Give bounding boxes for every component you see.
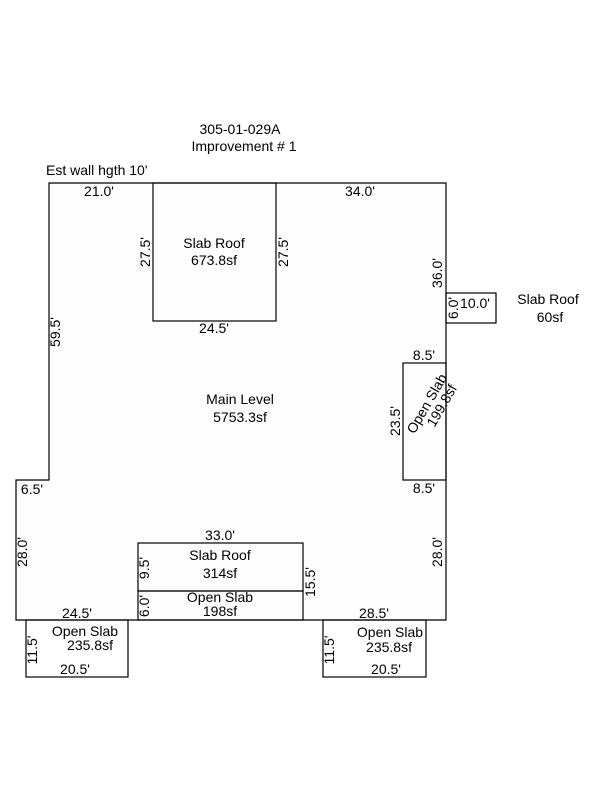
open-slab-bl-area: 235.8sf <box>67 637 113 653</box>
slab-roof-right-outline <box>445 292 497 324</box>
open-slab-br-label: Open Slab <box>357 624 423 640</box>
dim-open-slab-br-bottom: 20.5' <box>371 661 401 677</box>
open-slab-bottom-right-outline <box>322 619 427 678</box>
dim-open-slab-br-side: 11.5' <box>321 636 337 665</box>
slab-roof-top-outline <box>152 182 277 322</box>
dim-slab-roof-bottom-top: 33.0' <box>205 527 235 543</box>
wall-height-note: Est wall hgth 10' <box>46 162 148 178</box>
parcel-id: 305-01-029A <box>200 121 282 137</box>
open-slab-bottom-area: 198sf <box>203 603 237 619</box>
dim-main-top-left: 21.0' <box>84 183 114 199</box>
dim-main-left-upper: 59.5' <box>47 317 63 347</box>
slab-roof-bottom-label: Slab Roof <box>189 547 251 563</box>
dim-main-left-lower: 28.0' <box>14 537 30 567</box>
main-level-area: 5753.3sf <box>213 409 267 425</box>
dim-open-slab-bl-side: 11.5' <box>24 636 40 665</box>
dim-slab-roof-bottom-right: 15.5' <box>302 567 318 597</box>
slab-roof-right-label: Slab Roof <box>517 291 579 307</box>
open-slab-right-outline <box>402 362 447 481</box>
dim-main-bottom-right: 28.5' <box>359 605 389 621</box>
dim-main-right-lower: 28.0' <box>429 537 445 567</box>
dim-slab-roof-right-width: 10.0' <box>460 295 490 311</box>
dim-slab-roof-bottom-left: 9.5' <box>136 557 152 579</box>
dim-main-right-upper: 36.0' <box>429 258 445 288</box>
dim-open-slab-right-side: 23.5' <box>387 406 403 436</box>
open-slab-bottom-outline <box>137 590 304 621</box>
slab-roof-top-label: Slab Roof <box>183 235 245 251</box>
dim-open-slab-right-bottom: 8.5' <box>413 480 435 496</box>
open-slab-bottom-left-outline <box>25 619 129 678</box>
dim-slab-roof-right-height: 6.0' <box>445 297 461 319</box>
dim-main-bottom-left: 24.5' <box>62 605 92 621</box>
dim-slab-roof-top-right: 27.5' <box>275 237 291 267</box>
improvement-label: Improvement # 1 <box>191 138 296 154</box>
open-slab-br-area: 235.8sf <box>366 639 412 655</box>
dim-open-slab-right-top: 8.5' <box>413 347 435 363</box>
dim-open-slab-bottom-left: 6.0' <box>136 595 152 617</box>
dim-main-step-left: 6.5' <box>21 481 43 497</box>
slab-roof-top-area: 673.8sf <box>191 252 237 268</box>
dim-main-top-right: 34.0' <box>345 183 375 199</box>
dim-slab-roof-top-bottom: 24.5' <box>199 320 229 336</box>
slab-roof-right-area: 60sf <box>537 309 564 325</box>
open-slab-bl-label: Open Slab <box>52 623 118 639</box>
main-level-outline <box>15 182 447 621</box>
main-level-label: Main Level <box>206 391 274 407</box>
dim-slab-roof-top-left: 27.5' <box>137 237 153 267</box>
dim-open-slab-bl-bottom: 20.5' <box>60 661 90 677</box>
open-slab-bottom-label: Open Slab <box>187 589 253 605</box>
slab-roof-bottom-area: 314sf <box>203 565 237 581</box>
